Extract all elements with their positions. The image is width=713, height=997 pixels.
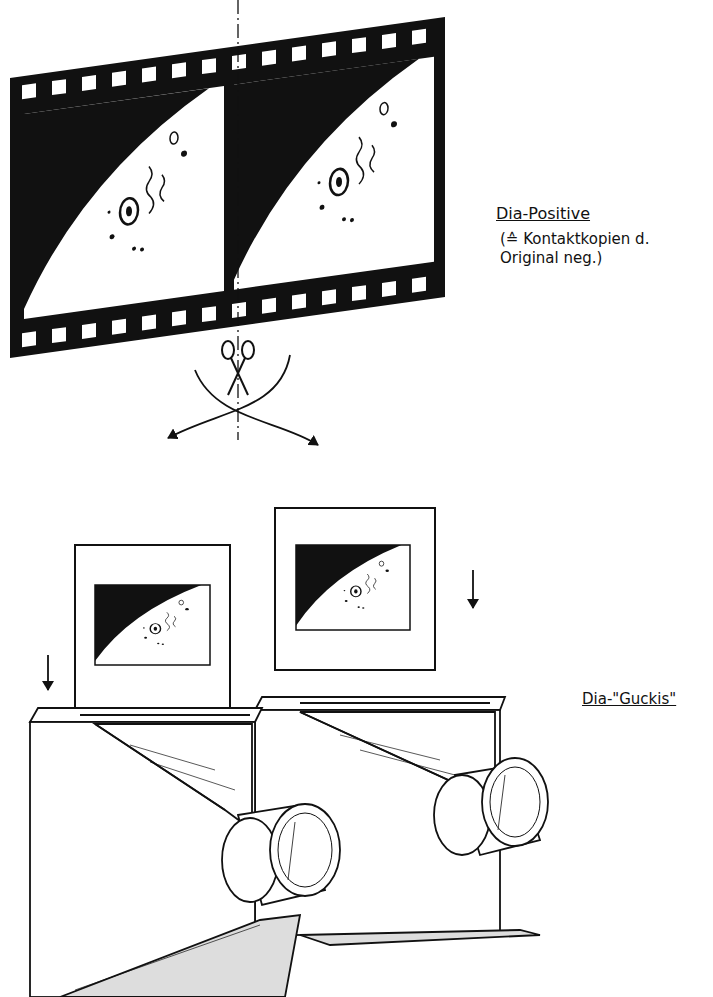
slide-mount: [275, 508, 435, 670]
slide-mount: [75, 545, 230, 710]
annotation-label: Dia-Positive: [496, 204, 696, 224]
insert-arrow: [472, 570, 474, 608]
annotation-label: Dia-"Guckis": [582, 690, 707, 709]
slide-viewer: [30, 708, 340, 997]
scissors-symbol: [222, 341, 254, 395]
insert-arrow: [47, 655, 49, 690]
slide-viewer: [255, 697, 548, 945]
film-strip: [10, 17, 445, 358]
swap-arrow: [195, 370, 318, 445]
annotation-label: (≙ Kontaktkopien d. Original neg.): [500, 230, 670, 268]
